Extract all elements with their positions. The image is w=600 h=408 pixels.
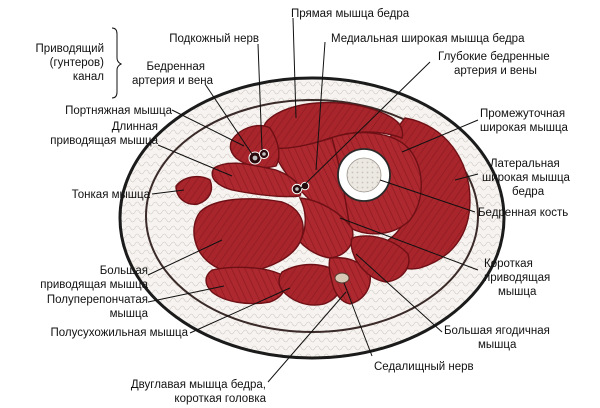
femur-bone — [337, 148, 391, 202]
label-saphenous-nerve: Подкожный нерв — [169, 33, 259, 45]
left-labels: Приводящий (гунтеров) канал Подкожный не… — [36, 33, 267, 405]
label-adductor-brevis-2: приводящая — [484, 272, 550, 284]
label-adductor-magnus-1: Большая — [100, 265, 148, 277]
label-adductor-longus-2: приводящая мышца — [50, 135, 158, 147]
label-adductor-brevis-1: Короткая — [484, 258, 533, 270]
label-gracilis: Тонкая мышца — [72, 189, 151, 201]
leader-lines — [147, 17, 479, 383]
label-deep-vessels-2: артерия и вены — [454, 65, 537, 77]
label-vastus-intermedius-2: широкая мышца — [480, 122, 569, 134]
semimembranosus — [205, 266, 287, 305]
adductor-magnus — [193, 198, 304, 274]
sciatic-nerve — [334, 272, 350, 284]
label-adductor-longus-1: Длинная — [112, 121, 158, 133]
label-vastus-intermedius-1: Промежуточная — [480, 108, 565, 120]
label-femoral-vessels-1: Бедренная — [146, 61, 205, 73]
femoral-vessels — [248, 148, 270, 165]
label-canal-3: канал — [73, 71, 104, 83]
label-sciatic-nerve: Седалищный нерв — [374, 361, 474, 373]
gracilis-muscle — [175, 175, 213, 205]
canal-bracket — [111, 27, 123, 99]
label-femur: Бедренная кость — [478, 207, 568, 219]
label-sartorius: Портняжная мышца — [65, 105, 172, 117]
label-femoral-vessels-2: артерия и вена — [132, 75, 214, 87]
label-vastus-lateralis-2: широкая мышца — [482, 172, 571, 184]
label-canal-2: (гунтеров) — [50, 57, 105, 69]
label-canal-1: Приводящий — [36, 43, 104, 55]
label-semitendinosus: Полусухожильная мышца — [51, 327, 189, 339]
label-vastus-medialis: Медиальная широкая мышца бедра — [331, 33, 525, 45]
label-adductor-magnus-2: приводящая мышца — [40, 279, 148, 291]
fascia-lata — [145, 99, 479, 333]
label-biceps-1: Двуглавая мышца бедра, — [131, 379, 266, 391]
label-semimembranosus-1: Полуперепончатая — [47, 294, 148, 306]
label-vastus-lateralis-3: бедра — [512, 186, 545, 198]
right-labels: Прямая мышца бедра Медиальная широкая мы… — [291, 8, 571, 373]
label-gluteus-maximus-1: Большая ягодичная — [444, 325, 550, 337]
label-semimembranosus-2: мышца — [110, 308, 149, 320]
label-biceps-2: короткая головка — [174, 393, 266, 405]
label-adductor-brevis-3: мышца — [498, 286, 537, 298]
thigh-section — [118, 76, 506, 360]
adductor-longus — [211, 162, 302, 198]
label-deep-vessels-1: Глубокие бедренные — [438, 51, 550, 63]
gluteus-maximus — [350, 235, 410, 283]
label-rectus-femoris: Прямая мышца бедра — [291, 8, 410, 20]
deep-femoral-vessels — [291, 181, 310, 195]
label-vastus-lateralis-1: Латеральная — [490, 158, 560, 170]
semitendinosus — [278, 263, 343, 306]
label-gluteus-maximus-2: мышца — [478, 339, 517, 351]
